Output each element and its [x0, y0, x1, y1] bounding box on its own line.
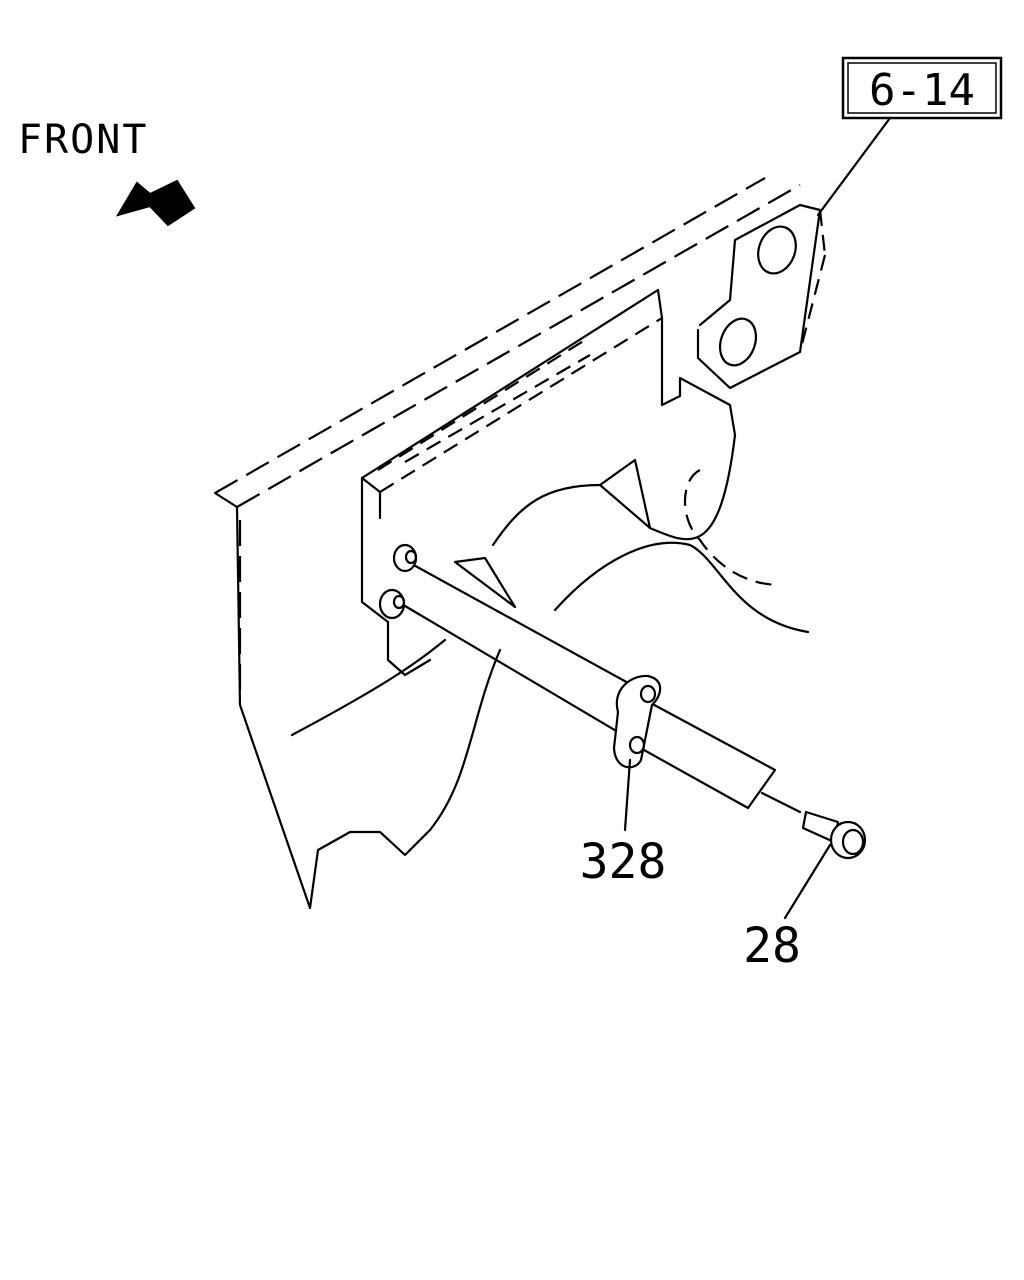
front-arrow-icon [115, 179, 196, 227]
bolt[interactable] [801, 810, 867, 860]
callout-label-28: 28 [743, 918, 801, 974]
body-contour [290, 433, 810, 832]
callout-leader-28 [783, 843, 832, 920]
chassis-frame [213, 177, 801, 910]
callout-leader-328 [623, 758, 632, 832]
reference-leader-line [816, 116, 892, 217]
front-label: FRONT [18, 117, 148, 163]
reference-box[interactable]: 6-14 [841, 56, 1003, 120]
rear-bracket [696, 203, 827, 390]
callout-label-328: 328 [580, 834, 667, 890]
shock-absorber[interactable] [378, 543, 802, 814]
reference-box-label: 6-14 [869, 65, 975, 116]
mounting-bracket [360, 288, 737, 677]
